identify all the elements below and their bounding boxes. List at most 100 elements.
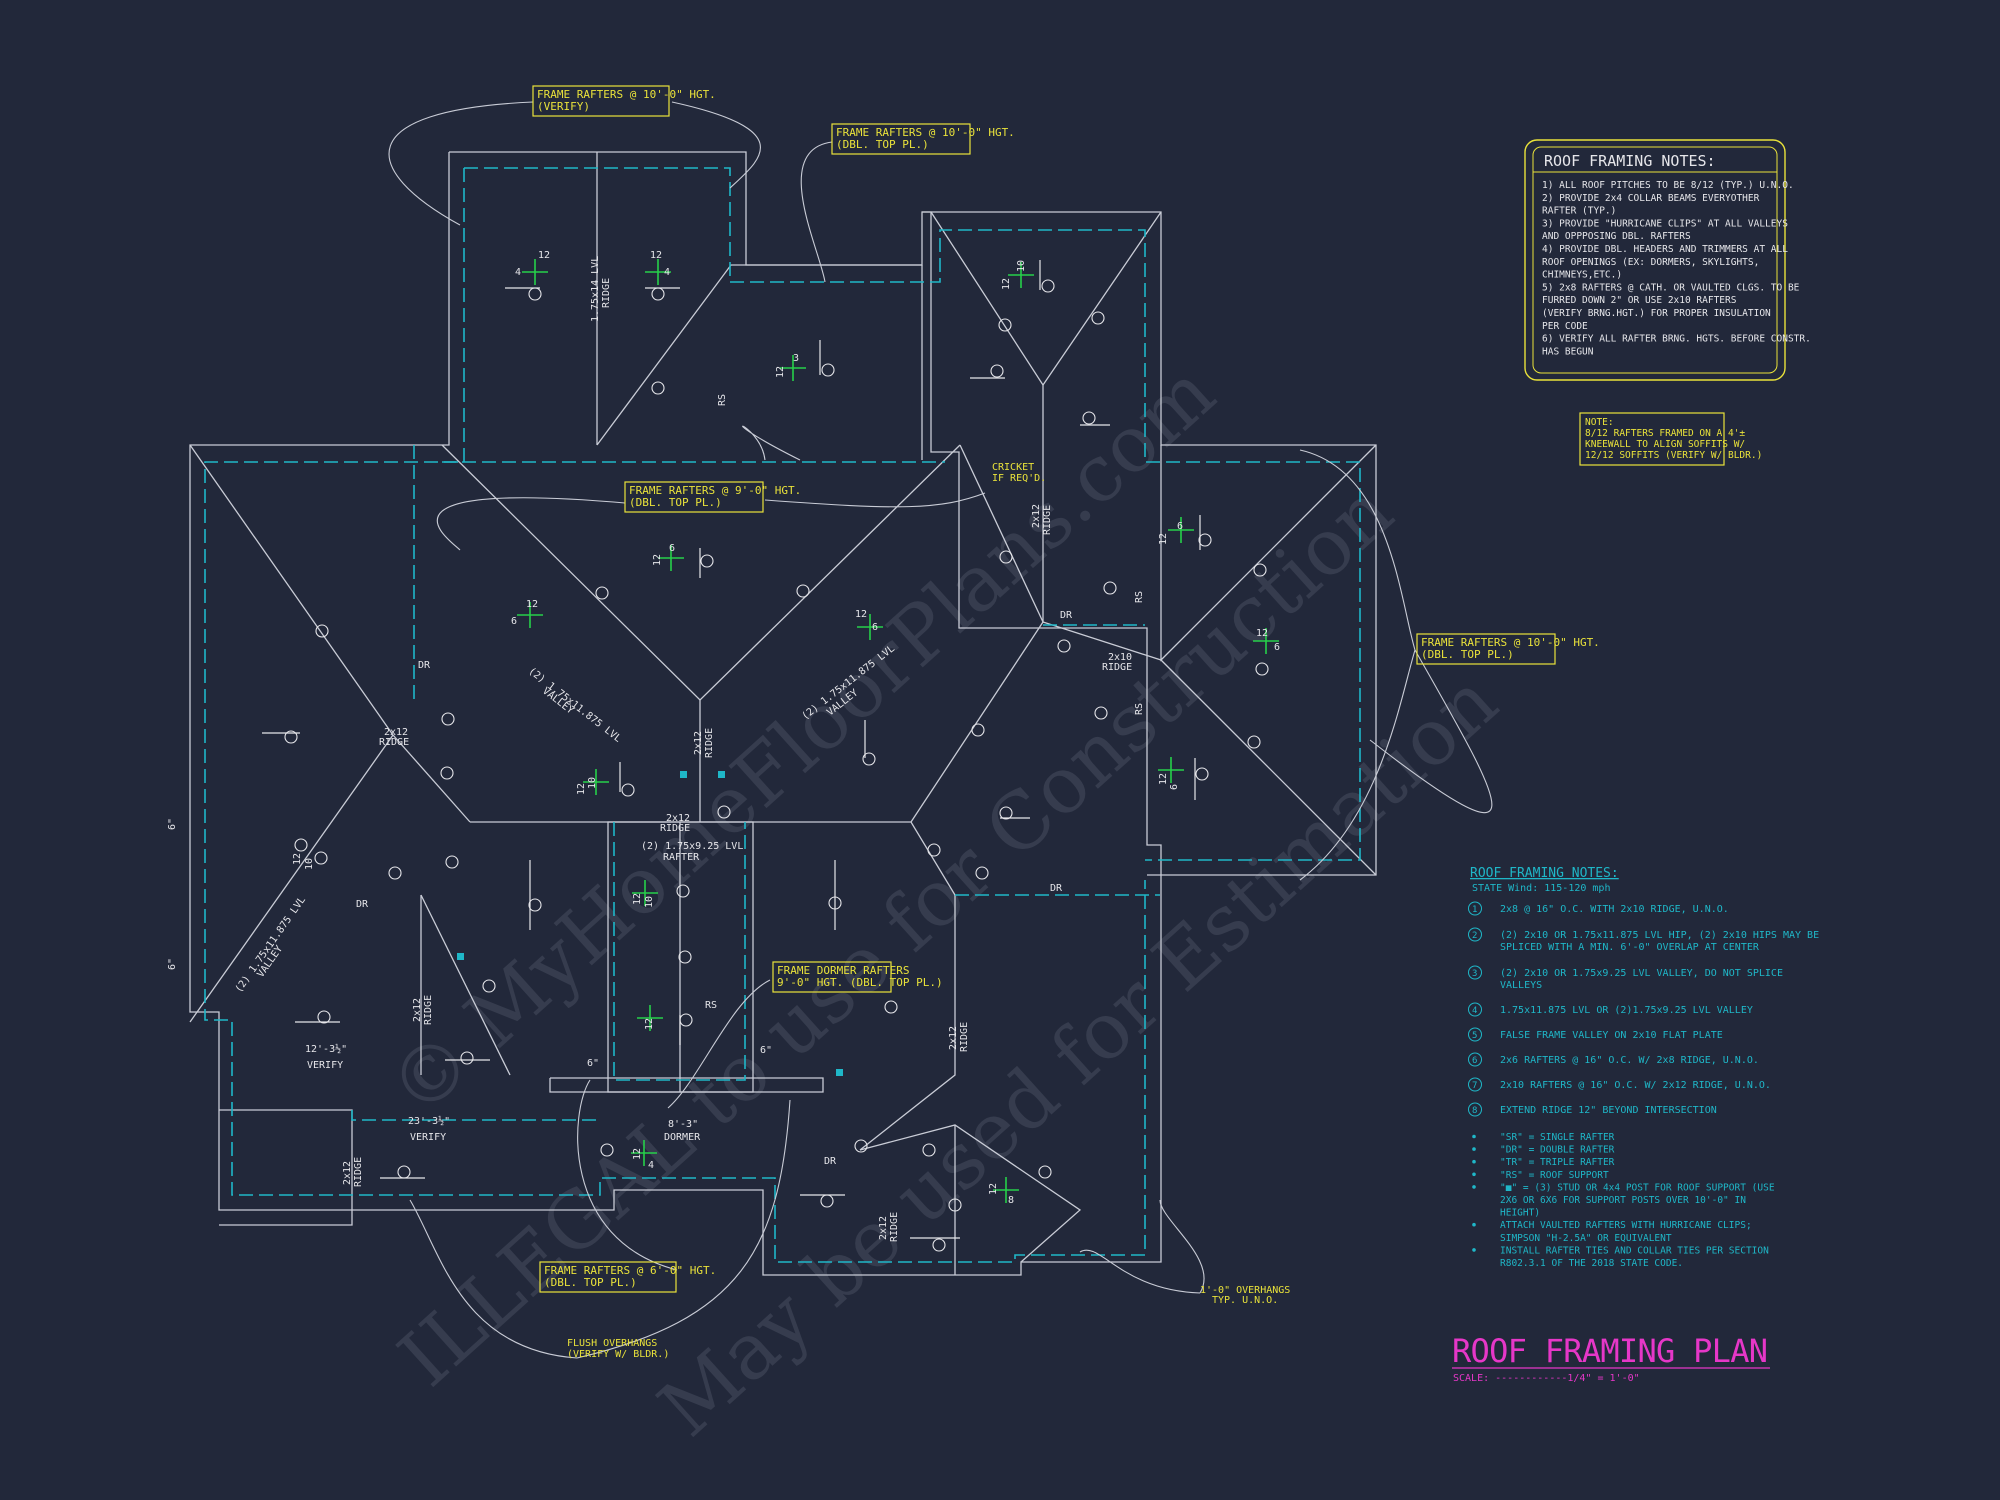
ref-circle-1s	[820, 1194, 834, 1208]
legend-bullets: "SR" = SINGLE RAFTER"DR" = DOUBLE RAFTER…	[1472, 1132, 1775, 1269]
legend-bullet-7: HEIGHT)	[1500, 1208, 1540, 1219]
left-hip-1	[189, 444, 394, 736]
ridge-word-dormer: RIDGE	[660, 823, 690, 834]
ref-circle-1h	[284, 730, 298, 744]
dr-label-1: DR	[1060, 610, 1073, 621]
post-1	[680, 771, 687, 778]
ridge-2x12-se: 2x12	[878, 1216, 889, 1240]
pitch-marker-1	[522, 259, 548, 285]
pitch-marker-3	[780, 355, 806, 381]
ref-circle-1o	[828, 896, 842, 910]
ref-circle-4a	[482, 979, 496, 993]
ref-circle-2a	[998, 318, 1012, 332]
drawing-title: ROOF FRAMING PLAN	[1452, 1332, 1768, 1370]
pitch-8-a: 8	[1008, 1195, 1014, 1206]
rs-label-2: RS	[1134, 591, 1145, 603]
legend-text-4: 1.75x11.875 LVL OR (2)1.75x9.25 LVL VALL…	[1500, 1005, 1753, 1016]
legend-num-4: 4	[1472, 1006, 1477, 1016]
ref-circle-1b	[990, 364, 1004, 378]
ref-circle-3a	[999, 550, 1013, 564]
callout-5-line1: FRAME DORMER RAFTERS	[777, 964, 909, 977]
flush-label-1: FLUSH OVERHANGS	[567, 1338, 657, 1349]
ref-circle-2h	[440, 766, 454, 780]
pitch-12-h: 12	[1158, 533, 1169, 545]
center-valley-right	[910, 621, 1044, 823]
pitch-numbers: 12 4 12 4 3 12 10 12 6 12 12 6 12 6 6 12…	[292, 250, 1280, 1206]
callout-3-line2: (DBL. TOP PL.)	[629, 496, 722, 509]
legend-bullet-dot-1	[1472, 1134, 1476, 1139]
legend-bullet-10: INSTALL RAFTER TIES AND COLLAR TIES PER …	[1500, 1245, 1769, 1256]
pitch-12-p: 12	[292, 853, 303, 865]
notes-line-7: ROOF OPENINGS (EX: DORMERS, SKYLIGHTS,	[1542, 257, 1759, 268]
pitch-6-b: 6	[511, 616, 517, 627]
east-hip-upper	[930, 211, 1162, 387]
ref-circle-8c	[975, 866, 989, 880]
pitch-12-j: 12	[1158, 773, 1169, 785]
callout-3-line1: FRAME RAFTERS @ 9'-0" HGT.	[629, 484, 801, 497]
six-in-1: 6"	[587, 1058, 599, 1069]
legend-circle-6	[1468, 1052, 1482, 1067]
pitch-marker-12	[632, 880, 658, 906]
legend-bullet-1: "SR" = SINGLE RAFTER	[1500, 1132, 1615, 1143]
flush-label-2: (VERIFY W/ BLDR.)	[567, 1349, 669, 1360]
pitch-marker-4	[1008, 262, 1034, 288]
pitch-marker-5	[658, 545, 684, 571]
ref-circle-1l	[314, 851, 328, 865]
left-valley	[392, 734, 471, 823]
legend-text-3: (2) 2x10 OR 1.75x9.25 LVL VALLEY, DO NOT…	[1500, 968, 1783, 979]
legend-bullet-dot-5	[1472, 1185, 1476, 1189]
legend-num-3: 3	[1472, 969, 1477, 979]
pitch-12-d: 12	[1001, 278, 1012, 290]
legend: ROOF FRAMING NOTES: STATE Wind: 115-120 …	[1468, 866, 1819, 1269]
ref-circle-5b	[1103, 581, 1117, 595]
pitch-12-m: 12	[644, 1018, 655, 1030]
notes-box-title: ROOF FRAMING NOTES:	[1544, 152, 1716, 170]
ref-circle-2g	[315, 624, 329, 638]
callout-1: FRAME RAFTERS @ 10'-0" HGT. (VERIFY)	[532, 85, 716, 117]
legend-circle-5	[1468, 1027, 1482, 1042]
leader-2	[671, 101, 761, 189]
pitch-12-i: 12	[1256, 628, 1268, 639]
verify-label-1: VERIFY	[307, 1060, 343, 1071]
ref-circle-2b	[1091, 311, 1105, 325]
dr-label-3: DR	[356, 899, 369, 910]
ref-circle-2n	[1038, 1165, 1052, 1179]
wall-north-gable	[464, 167, 1361, 861]
pitch-marker-8	[1168, 517, 1194, 543]
post-3	[457, 953, 464, 960]
legend-bullet-dot-10	[1472, 1248, 1476, 1252]
ref-circle-1j	[862, 752, 876, 766]
leader-7	[1299, 449, 1416, 651]
post-2	[718, 771, 725, 778]
dr-label-4: DR	[1050, 883, 1063, 894]
ridge-2x12-dormer: 2x12	[666, 813, 690, 824]
notes-line-6: 4) PROVIDE DBL. HEADERS AND TRIMMERS AT …	[1542, 244, 1788, 255]
pitch-marker-10	[1158, 757, 1184, 783]
pitch-12-l: 12	[632, 893, 643, 905]
legend-text-1: 2x8 @ 16" O.C. WITH 2x10 RIDGE, U.N.O.	[1500, 904, 1729, 915]
legend-circle-4	[1468, 1002, 1482, 1017]
legend-num-1: 1	[1472, 905, 1477, 915]
ref-circle-1f	[1255, 662, 1269, 676]
legend-title: ROOF FRAMING NOTES:	[1470, 866, 1619, 881]
legend-text-5: FALSE FRAME VALLEY ON 2x10 FLAT PLATE	[1500, 1030, 1723, 1041]
notes-line-3: RAFTER (TYP.)	[1542, 206, 1616, 217]
roof-north-valley	[596, 264, 922, 446]
pitch-3: 3	[793, 353, 799, 364]
callout-2-line2: (DBL. TOP PL.)	[836, 138, 929, 151]
ridge-word-center-lower: RIDGE	[959, 1022, 970, 1052]
ref-circle-1q	[460, 1051, 474, 1065]
rs-label-1: RS	[717, 394, 728, 406]
notes-line-12: PER CODE	[1542, 321, 1588, 332]
ref-circle-1t	[932, 1238, 946, 1252]
pitch-12-k: 12	[576, 783, 587, 795]
title-block: ROOF FRAMING PLAN SCALE: ------------1/4…	[1452, 1332, 1770, 1384]
ridge-2x12-east: 2x12	[1031, 504, 1042, 528]
pitch-marker-9	[1253, 628, 1279, 654]
callout-3: FRAME RAFTERS @ 9'-0" HGT. (DBL. TOP PL.…	[624, 481, 801, 513]
leader-lines	[388, 101, 1493, 1359]
ridge-2x10-east: 2x10	[1108, 652, 1132, 663]
notes-line-5: AND OPPPOSING DBL. RAFTERS	[1542, 231, 1691, 242]
notes-box: ROOF FRAMING NOTES: 1) ALL ROOF PITCHES …	[1524, 139, 1811, 381]
